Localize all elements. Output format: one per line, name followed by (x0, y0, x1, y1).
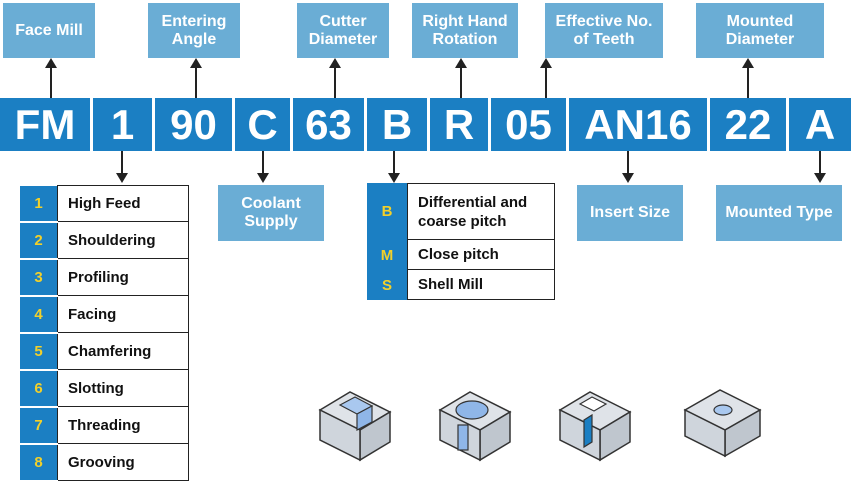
operation-number: 8 (20, 443, 58, 482)
operation-number: 2 (20, 221, 58, 260)
table-row: S Shell Mill (367, 270, 555, 300)
label-mounted-type: Mounted Type (716, 185, 842, 241)
pitch-code: S (367, 270, 407, 300)
pitch-code: M (367, 240, 407, 270)
arrow-down-mounted-type (814, 151, 826, 183)
operation-label: Shouldering (57, 221, 189, 259)
code-segment-r: R (430, 98, 488, 151)
operation-number: 3 (20, 258, 58, 297)
milling-operation-illustrations (318, 389, 762, 462)
shouldering-block-icon (318, 391, 392, 462)
profiling-block-icon (438, 391, 512, 462)
operation-label: High Feed (57, 185, 189, 222)
label-cutter-diameter: Cutter Diameter (297, 3, 389, 58)
operation-number: 6 (20, 369, 58, 408)
code-segment-a: A (789, 98, 851, 151)
code-segment-1: 1 (93, 98, 152, 151)
operation-label: Grooving (57, 443, 189, 481)
arrow-up-rotation (455, 58, 467, 98)
label-insert-size: Insert Size (577, 185, 683, 241)
arrow-down-operation (116, 151, 128, 183)
operation-label: Threading (57, 406, 189, 444)
arrow-down-coolant (257, 151, 269, 183)
slotting-block-icon (558, 391, 632, 462)
pitch-label: Close pitch (407, 240, 555, 270)
label-effective-teeth: Effective No. of Teeth (545, 3, 663, 58)
table-row: B Differential and coarse pitch (367, 183, 555, 240)
arrow-up-cutter-diameter (329, 58, 341, 98)
operation-label: Slotting (57, 369, 189, 407)
label-mounted-diameter: Mounted Diameter (696, 3, 824, 58)
operation-number: 5 (20, 332, 58, 371)
code-segment-c: C (235, 98, 290, 151)
operation-number: 1 (20, 185, 58, 223)
operation-number: 4 (20, 295, 58, 334)
label-right-hand-rotation: Right Hand Rotation (412, 3, 518, 58)
pitch-type-table: B Differential and coarse pitch M Close … (367, 183, 555, 300)
code-segment-fm: FM (0, 98, 90, 151)
code-segment-63: 63 (293, 98, 364, 151)
arrow-up-entering-angle (190, 58, 202, 98)
label-coolant-supply: Coolant Supply (218, 185, 324, 241)
arrow-up-teeth (540, 58, 552, 98)
arrow-up-mounted-diameter (742, 58, 754, 98)
arrow-up-face-mill (45, 58, 57, 98)
code-segment-05: 05 (491, 98, 566, 151)
operation-label: Chamfering (57, 332, 189, 370)
code-segment-22: 22 (710, 98, 786, 151)
arrow-down-pitch (388, 151, 400, 183)
pitch-code: B (367, 183, 407, 240)
arrow-down-insert-size (622, 151, 634, 183)
code-segment-b: B (367, 98, 427, 151)
code-segment-an16: AN16 (569, 98, 707, 151)
pitch-label: Differential and coarse pitch (407, 183, 555, 240)
operation-label: Facing (57, 295, 189, 333)
label-entering-angle: Entering Angle (148, 3, 240, 58)
pitch-label: Shell Mill (407, 270, 555, 300)
operation-number: 7 (20, 406, 58, 445)
table-row: M Close pitch (367, 240, 555, 270)
operation-label: Profiling (57, 258, 189, 296)
code-segment-90: 90 (155, 98, 232, 151)
label-face-mill: Face Mill (3, 3, 95, 58)
designation-code-bar: FM 1 90 C 63 B R 05 AN16 22 A (0, 98, 851, 151)
facing-block-icon (683, 389, 762, 458)
